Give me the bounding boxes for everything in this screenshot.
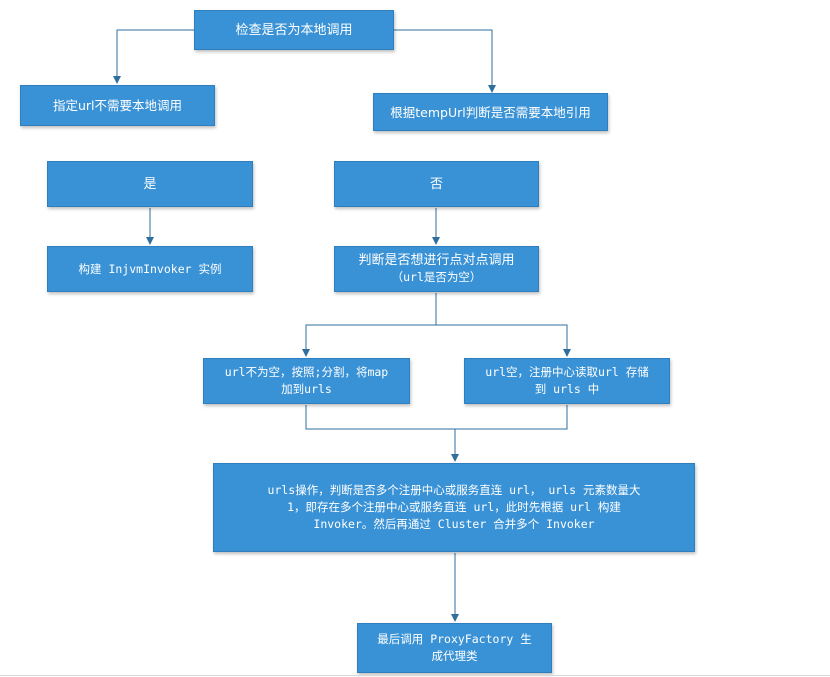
node-no: 否	[334, 161, 539, 207]
edge-check-to-url-no-local	[113, 29, 194, 84]
node-yes-label: 是	[143, 176, 157, 192]
edge-check-to-temp-url	[394, 29, 496, 93]
node-temp-url-check: 根据tempUrl判断是否需要本地引用	[373, 93, 608, 131]
bottom-divider	[0, 675, 830, 676]
node-check-local: 检查是否为本地调用	[194, 10, 394, 50]
node-url-not-empty-line1: url不为空，按照;分割，将map	[224, 365, 389, 379]
node-p2p-check: 判断是否想进行点对点调用 （url是否为空）	[334, 246, 539, 292]
node-url-no-local: 指定url不需要本地调用	[20, 85, 215, 126]
node-proxy-factory-line1: 最后调用 ProxyFactory 生	[377, 632, 532, 646]
node-p2p-check-line1: 判断是否想进行点对点调用	[358, 253, 515, 268]
node-url-empty-line2: 到 urls 中	[534, 382, 600, 396]
node-build-injvm: 构建 InjvmInvoker 实例	[47, 246, 253, 292]
node-p2p-check-line2: （url是否为空）	[391, 270, 482, 284]
node-build-injvm-label: 构建 InjvmInvoker 实例	[78, 261, 222, 276]
node-proxy-factory: 最后调用 ProxyFactory 生 成代理类	[357, 623, 552, 673]
node-temp-url-check-label: 根据tempUrl判断是否需要本地引用	[390, 104, 591, 120]
edge-merge-to-urls-op	[305, 405, 568, 461]
edge-p2p-to-url-empty	[436, 324, 571, 357]
node-urls-operation-line2: 1，即存在多个注册中心或服务直连 url，此时先根据 url 构建	[287, 500, 621, 514]
edge-p2p-to-url-not-empty	[302, 293, 437, 357]
node-urls-operation-line3: Invoker。然后再通过 Cluster 合并多个 Invoker	[313, 517, 595, 531]
node-urls-operation: urls操作，判断是否多个注册中心或服务直连 url， urls 元素数量大 1…	[213, 463, 695, 552]
node-yes: 是	[47, 161, 253, 207]
node-check-local-label: 检查是否为本地调用	[235, 22, 353, 38]
node-no-label: 否	[429, 176, 443, 192]
node-url-no-local-label: 指定url不需要本地调用	[52, 98, 183, 113]
node-url-not-empty: url不为空，按照;分割，将map 加到urls	[203, 358, 410, 404]
node-url-not-empty-line2: 加到urls	[281, 382, 332, 396]
node-proxy-factory-line2: 成代理类	[431, 649, 478, 663]
node-urls-operation-line1: urls操作，判断是否多个注册中心或服务直连 url， urls 元素数量大	[267, 483, 641, 497]
node-url-empty: url空，注册中心读取url 存储 到 urls 中	[464, 358, 670, 404]
node-url-empty-line1: url空，注册中心读取url 存储	[485, 365, 649, 379]
